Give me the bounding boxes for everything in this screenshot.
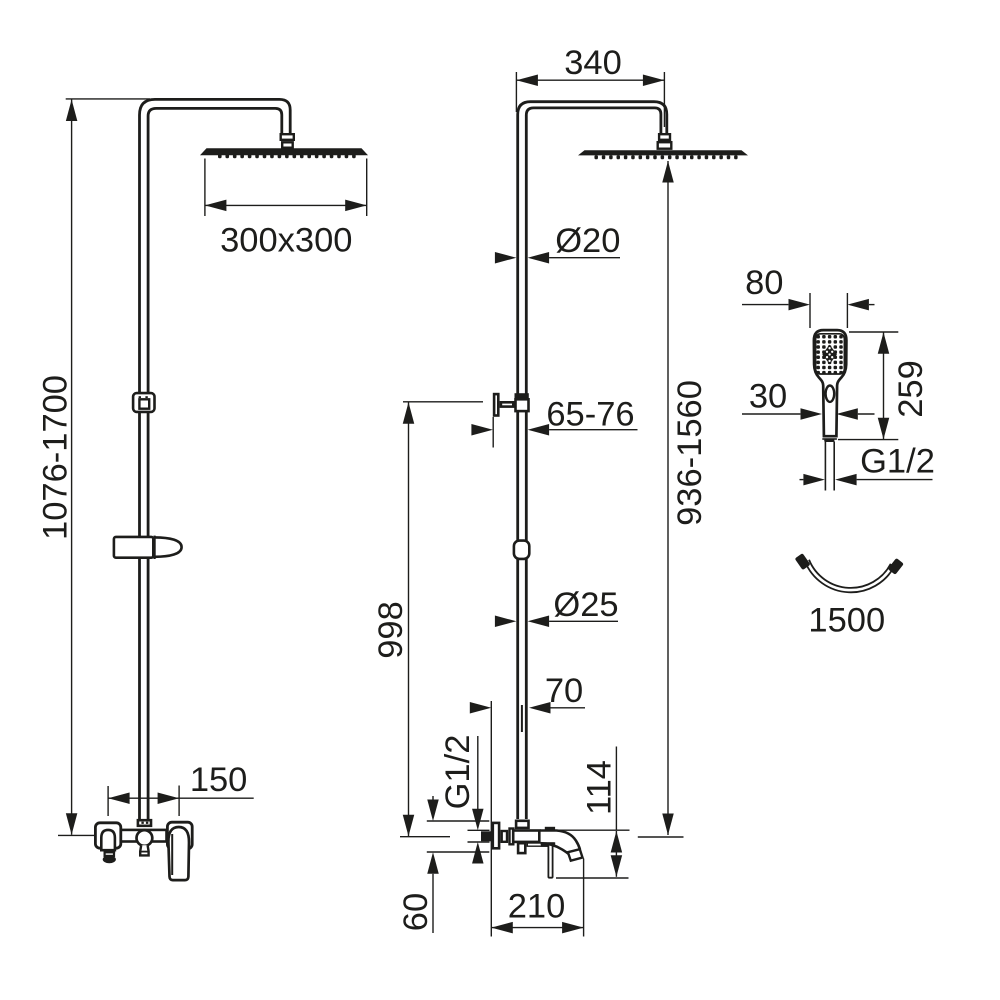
svg-text:340: 340: [564, 44, 622, 82]
svg-text:998: 998: [372, 601, 410, 659]
svg-text:259: 259: [892, 360, 930, 418]
svg-text:114: 114: [581, 760, 619, 815]
svg-text:80: 80: [745, 264, 783, 302]
svg-text:60: 60: [397, 893, 435, 931]
svg-text:65-76: 65-76: [546, 396, 634, 434]
svg-text:936-1560: 936-1560: [671, 380, 709, 526]
svg-text:G1/2: G1/2: [439, 735, 477, 810]
svg-text:Ø25: Ø25: [553, 586, 618, 624]
svg-text:Ø20: Ø20: [555, 222, 620, 260]
svg-text:1076-1700: 1076-1700: [36, 375, 74, 540]
svg-text:1500: 1500: [808, 602, 885, 640]
svg-text:70: 70: [545, 672, 583, 710]
svg-text:G1/2: G1/2: [860, 443, 935, 481]
svg-text:30: 30: [749, 378, 787, 416]
svg-text:300x300: 300x300: [220, 222, 352, 260]
svg-text:150: 150: [190, 761, 248, 799]
svg-text:210: 210: [508, 888, 566, 926]
